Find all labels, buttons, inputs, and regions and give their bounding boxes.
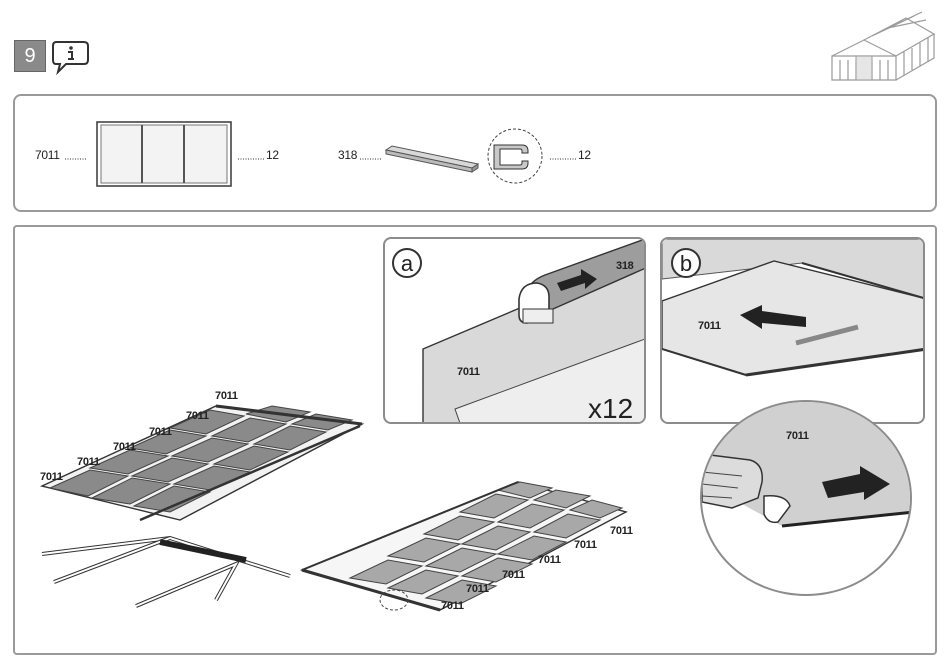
- panel-label: 7011: [538, 554, 561, 566]
- info-icon: [52, 40, 90, 79]
- panel-label: 7011: [574, 539, 597, 551]
- part-code-panel: 7011: [35, 148, 60, 162]
- panel-label: 7011: [215, 390, 238, 402]
- part-qty-panel: 12: [266, 148, 279, 162]
- panel-label: 7011: [149, 426, 172, 438]
- profile-part-image: [384, 144, 480, 174]
- leader-dots: [65, 158, 87, 160]
- quantity-multiplier: x12: [588, 393, 633, 424]
- profile-code-label: 318: [616, 260, 633, 272]
- panel-label: 7011: [441, 600, 464, 612]
- left-frame-drawing: [40, 524, 290, 610]
- panel-label: 7011: [466, 583, 489, 595]
- panel-part-image: [96, 121, 232, 187]
- panel-label: 7011: [113, 441, 136, 453]
- panel-label: 7011: [186, 410, 209, 422]
- zoom-detail-circle: 7011: [700, 400, 912, 596]
- panel-code-label: 7011: [698, 320, 721, 332]
- detail-b-panel: b 7011: [660, 237, 925, 424]
- panel-label: 7011: [502, 569, 525, 581]
- part-qty-profile: 12: [578, 148, 591, 162]
- panel-label: 7011: [77, 456, 100, 468]
- detail-a-letter: a: [392, 248, 422, 278]
- panel-code-label: 7011: [457, 366, 480, 378]
- part-code-profile: 318: [338, 148, 357, 162]
- detail-b-letter: b: [671, 248, 701, 278]
- leader-dots: [550, 158, 576, 160]
- panel-label: 7011: [610, 525, 633, 537]
- panel-label: 7011: [40, 471, 63, 483]
- panel-code-label: 7011: [786, 430, 809, 442]
- detail-a-panel: a 318 7011 x12: [383, 237, 646, 424]
- profile-section-detail-circle: [486, 127, 544, 185]
- leader-dots: [360, 158, 382, 160]
- greenhouse-thumbnail-icon: [826, 12, 938, 82]
- step-number-badge: 9: [14, 40, 46, 72]
- leader-dots: [238, 158, 264, 160]
